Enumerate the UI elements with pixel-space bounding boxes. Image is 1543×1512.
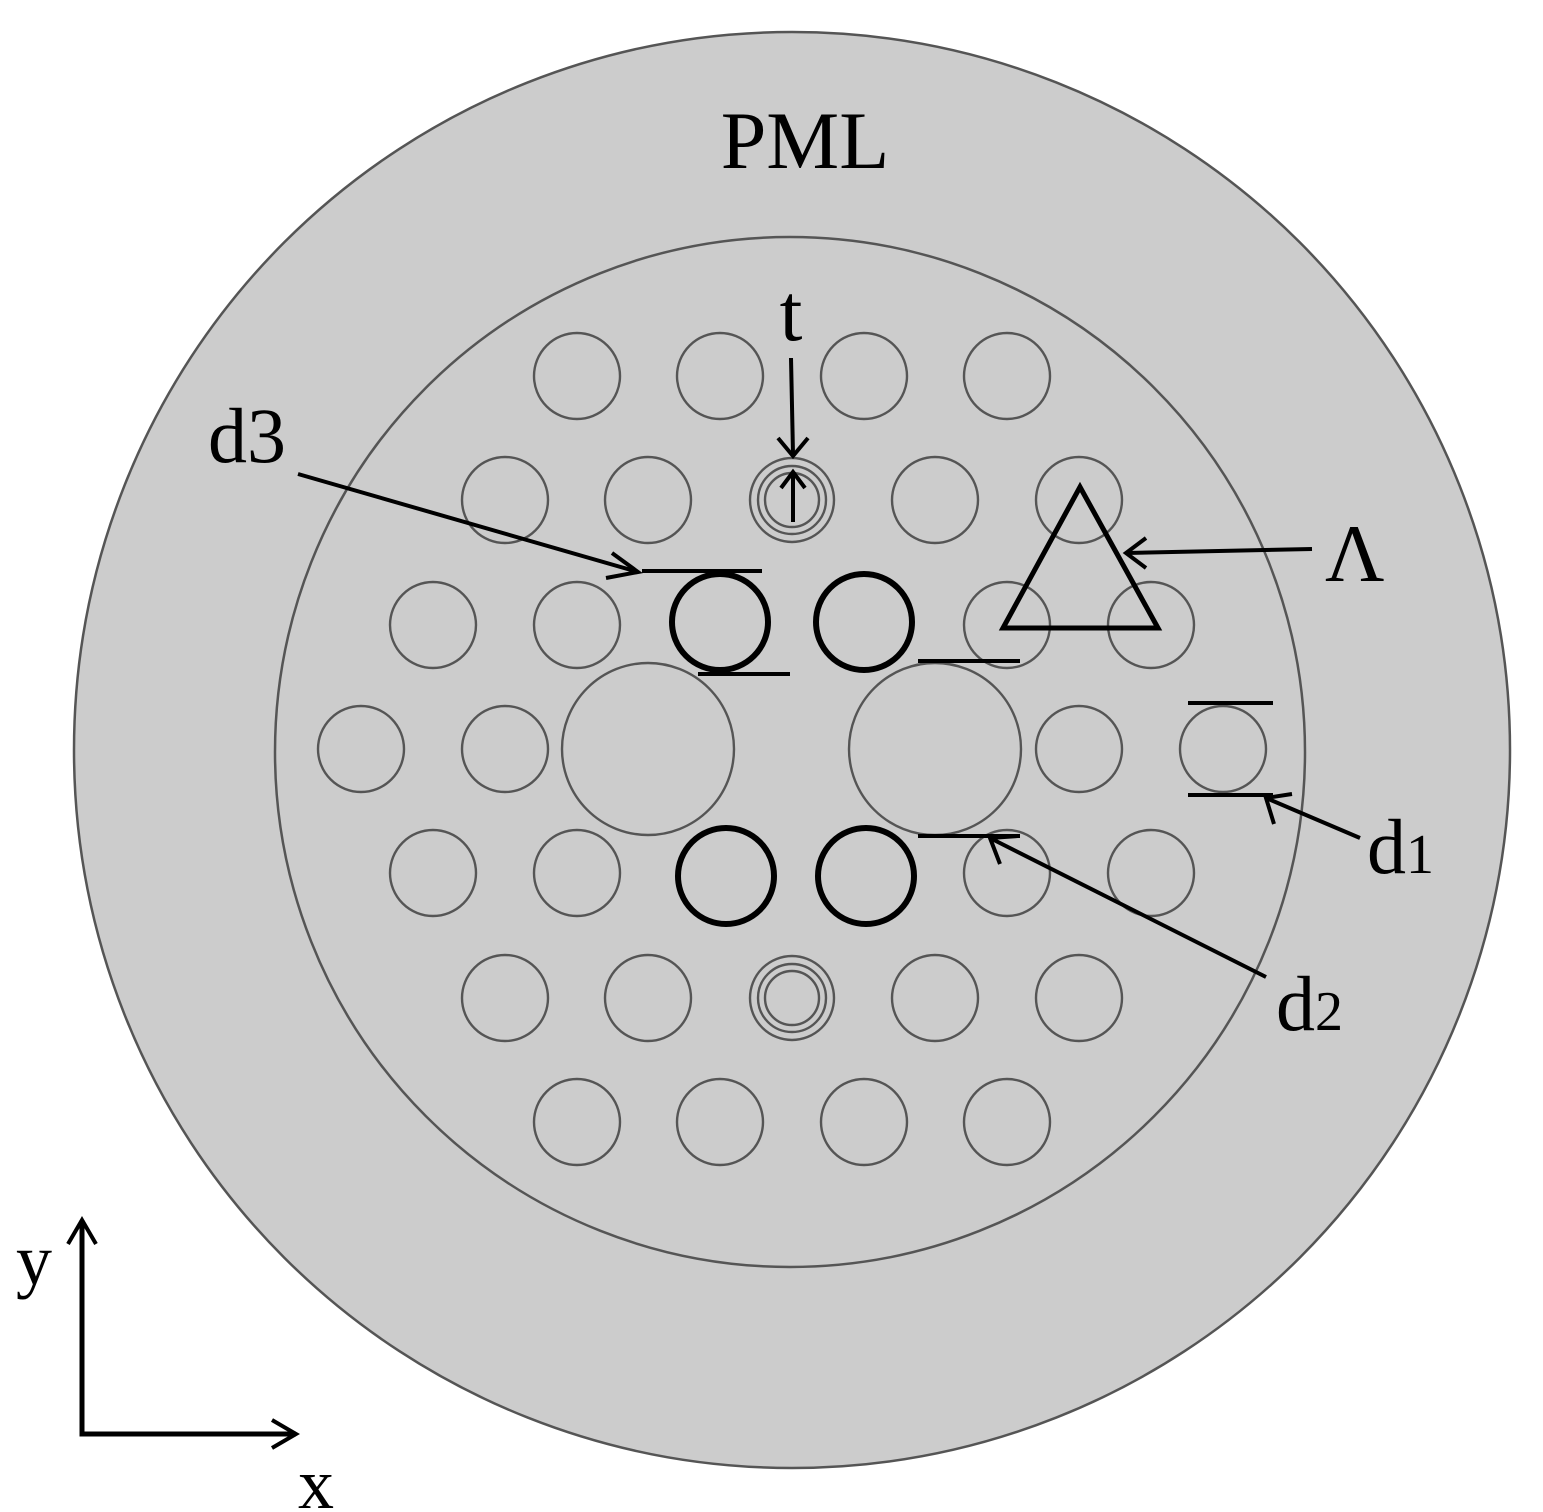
air-hole: [962, 828, 1052, 918]
bold-hole-d3: [675, 825, 777, 927]
air-hole: [962, 1077, 1052, 1167]
large-air-hole-left: [560, 661, 736, 837]
air-hole: [1178, 704, 1268, 794]
air-hole: [819, 1077, 909, 1167]
air-hole: [819, 331, 909, 421]
d1-pointer-arrow: [1263, 792, 1361, 840]
air-hole: [1034, 953, 1124, 1043]
coordinate-axes: [66, 1216, 300, 1450]
bold-hole-d3: [669, 571, 771, 673]
fiber-cladding: [273, 235, 1307, 1269]
air-hole: [603, 455, 693, 545]
d2-label: d2: [1276, 960, 1343, 1047]
lambda-pointer-arrow: [1122, 536, 1313, 570]
air-hole: [388, 828, 478, 918]
air-hole: [388, 580, 478, 670]
air-hole: [1034, 704, 1124, 794]
lattice-triangle: [998, 481, 1163, 631]
x-axis-arrowhead: [270, 1418, 300, 1450]
d3-label: d3: [208, 392, 286, 479]
bold-hole-d3: [813, 571, 915, 673]
air-hole: [532, 828, 622, 918]
d3-pointer-arrow: [297, 472, 643, 580]
t-arrow: [776, 357, 810, 522]
air-hole: [1034, 455, 1124, 545]
air-hole: [675, 331, 765, 421]
air-hole: [316, 704, 406, 794]
air-hole: [460, 455, 550, 545]
air-hole: [460, 953, 550, 1043]
air-hole: [890, 953, 980, 1043]
air-hole: [675, 1077, 765, 1167]
air-hole: [460, 704, 550, 794]
air-hole: [890, 455, 980, 545]
air-hole: [532, 1077, 622, 1167]
coated-hole-bottom: [748, 954, 836, 1042]
d2-pointer-arrow: [987, 834, 1267, 979]
d1-label: d1: [1367, 803, 1434, 890]
x-axis-label: x: [298, 1444, 334, 1512]
air-hole: [532, 331, 622, 421]
air-hole: [962, 580, 1052, 670]
air-hole-lattice: [316, 331, 1268, 1167]
air-hole: [962, 331, 1052, 421]
bold-hole-d3: [815, 825, 917, 927]
t-label: t: [780, 267, 803, 358]
y-axis-label: y: [16, 1220, 52, 1300]
pml-label: PML: [721, 95, 890, 186]
lambda-label: Λ: [1325, 508, 1384, 599]
air-hole: [1106, 828, 1196, 918]
air-hole: [1106, 580, 1196, 670]
air-hole: [603, 953, 693, 1043]
y-axis-arrowhead: [66, 1216, 98, 1246]
air-hole: [532, 580, 622, 670]
